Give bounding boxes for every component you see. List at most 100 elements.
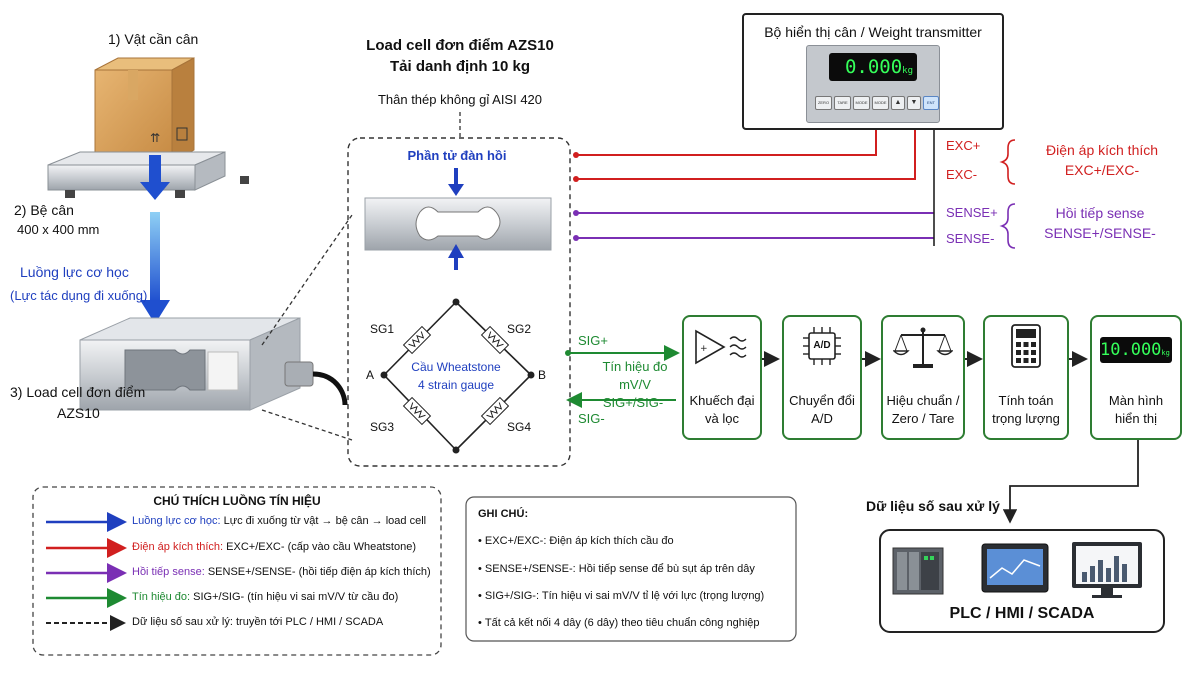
platform-label: 2) Bệ cân xyxy=(14,202,74,218)
excitation-wires xyxy=(573,123,916,182)
bridge-node-a: A xyxy=(366,368,375,382)
amplifier-sublabel: và lọc xyxy=(705,411,739,426)
loadcell-material: Thân thép không gỉ AISI 420 xyxy=(377,92,543,107)
sense-plus-label: SENSE+ xyxy=(946,205,998,220)
note-sense: • SENSE+/SENSE-: Hồi tiếp sense để bù sụ… xyxy=(478,563,755,575)
force-sublabel: (Lực tác dụng đi xuống) xyxy=(10,288,148,303)
cardboard-box-icon: ⇈ xyxy=(94,57,195,163)
transmitter-unit: kg xyxy=(902,66,913,76)
exc-note-sub: EXC+/EXC- xyxy=(1064,162,1140,178)
legend-item-signal: Tín hiệu đo: SIG+/SIG- (tín hiệu vi sai … xyxy=(132,591,399,603)
transmitter-lcd: 0.000kg xyxy=(829,53,917,81)
loadcell-label: 3) Load cell đơn điểm xyxy=(10,384,146,400)
loadcell-title: Load cell đơn điểm AZS10 xyxy=(366,37,554,54)
loadcell-capacity: Tải danh định 10 kg xyxy=(389,58,531,75)
calibration-sublabel: Zero / Tare xyxy=(891,411,955,426)
sense-note: Hồi tiếp sense xyxy=(1055,205,1145,221)
pipeline-step-weight-calc: Tính toán trọng lượng xyxy=(983,315,1069,440)
exc-note: Điện áp kích thích xyxy=(1045,142,1159,158)
notes-frame xyxy=(465,496,797,642)
tare-button[interactable]: TARE xyxy=(834,96,851,110)
exc-plus-label: EXC+ xyxy=(946,138,981,153)
gauge-sg1: SG1 xyxy=(370,322,395,336)
adc-chip-icon xyxy=(803,327,841,365)
weight-calc-sublabel: trọng lượng xyxy=(992,411,1060,426)
notes-title: GHI CHÚ: xyxy=(478,508,529,520)
balance-scale-icon xyxy=(893,327,953,368)
mode-button[interactable]: MODE xyxy=(853,96,870,110)
note-wiring: • Tất cả kết nối 4 dây (6 dây) theo tiêu… xyxy=(478,617,760,629)
legend-title: CHÚ THÍCH LUỒNG TÍN HIỆU xyxy=(153,494,321,508)
amplifier-label: Khuếch đại xyxy=(689,393,755,408)
exc-minus-label: EXC- xyxy=(946,167,978,182)
zero-button[interactable]: ZERO xyxy=(815,96,832,110)
pipeline-step-display: 10.000kg Màn hình hiển thị xyxy=(1090,315,1182,440)
adc-label: Chuyển đổi xyxy=(789,393,855,408)
bridge-sublabel: 4 strain gauge xyxy=(417,378,495,392)
calculator-icon xyxy=(1011,324,1041,368)
legend-item-sense: Hồi tiếp sense: SENSE+/SENSE- (hồi tiếp … xyxy=(132,566,431,578)
systems-label: PLC / HMI / SCADA xyxy=(949,605,1095,622)
display-unit: kg xyxy=(1161,349,1170,357)
scale-platform-icon xyxy=(47,151,249,198)
legend-frame xyxy=(32,486,442,656)
gauge-sg3: SG3 xyxy=(370,420,395,434)
adc-sublabel: A/D xyxy=(811,411,833,426)
enter-button[interactable]: ENT xyxy=(923,96,939,110)
gauge-sg2: SG2 xyxy=(507,322,532,336)
legend-item-excitation: Điện áp kích thích: EXC+/EXC- (cấp vào c… xyxy=(132,541,417,553)
mode-button-2[interactable]: MODE xyxy=(872,96,889,110)
transmitter-buttons: ZERO TARE MODE MODE ▲ ▼ ENT xyxy=(815,96,939,110)
transmitter-reading: 0.000 xyxy=(844,56,903,78)
sense-minus-label: SENSE- xyxy=(946,231,995,246)
signal-wires xyxy=(565,345,680,408)
bridge-label: Cầu Wheatstone xyxy=(411,360,501,374)
loadcell-model: AZS10 xyxy=(57,405,100,421)
bridge-node-b: B xyxy=(538,368,547,382)
digital-data-label: Dữ liệu số sau xử lý xyxy=(866,498,1000,514)
legend-item-force: Luồng lực cơ học: Lực đi xuống từ vật → … xyxy=(132,515,427,527)
note-exc: • EXC+/EXC-: Điện áp kích thích cầu đo xyxy=(478,535,674,547)
platform-size: 400 x 400 mm xyxy=(17,222,100,237)
wheatstone-bridge-diagram xyxy=(380,298,535,454)
display-label: Màn hình xyxy=(1108,393,1164,408)
lcd-display-icon: 10.000kg xyxy=(1100,337,1172,363)
elastic-element-label: Phần tử đàn hồi xyxy=(407,148,507,163)
svg-text:+: + xyxy=(700,344,708,354)
weight-calc-label: Tính toán xyxy=(998,393,1054,408)
pipeline-step-adc: A/D Chuyển đổi A/D xyxy=(782,315,862,440)
pipeline-step-amplifier: + Khuếch đại và lọc xyxy=(682,315,762,440)
transmitter-title: Bộ hiển thị cân / Weight transmitter xyxy=(764,24,982,40)
sig-plus-label: SIG+ xyxy=(578,333,608,348)
adc-chip-text: A/D xyxy=(813,340,831,351)
single-point-load-cell-icon xyxy=(79,317,348,411)
sense-note-sub: SENSE+/SENSE- xyxy=(1044,225,1156,241)
sense-wires xyxy=(573,123,935,246)
display-sublabel: hiển thị xyxy=(1115,411,1157,426)
force-arrow-icon xyxy=(140,155,170,324)
calibration-label: Hiệu chuẩn / xyxy=(886,393,960,408)
pipeline-step-calibration: Hiệu chuẩn / Zero / Tare xyxy=(881,315,965,440)
sig-minus-label: SIG- xyxy=(578,411,605,426)
weight-transmitter: Bộ hiển thị cân / Weight transmitter 0.0… xyxy=(742,13,1004,130)
sig-note-unit: mV/V xyxy=(619,377,651,392)
svg-text:⇈: ⇈ xyxy=(150,131,160,145)
amplifier-icon: + xyxy=(695,329,747,365)
up-button[interactable]: ▲ xyxy=(891,96,905,110)
down-button[interactable]: ▼ xyxy=(907,96,921,110)
scada-monitor-icon xyxy=(1072,542,1142,598)
elastic-element-icon xyxy=(364,168,552,270)
display-reading: 10.000 xyxy=(1100,340,1162,360)
transmitter-panel: 0.000kg ZERO TARE MODE MODE ▲ ▼ ENT xyxy=(806,45,940,123)
hmi-icon xyxy=(981,543,1049,593)
force-label: Luồng lực cơ học xyxy=(20,264,129,280)
sig-note-pair: SIG+/SIG- xyxy=(602,395,664,410)
legend-item-digital: Dữ liệu số sau xử lý: truyền tới PLC / H… xyxy=(132,616,384,628)
note-sig: • SIG+/SIG-: Tín hiệu vi sai mV/V tỉ lệ … xyxy=(478,590,765,602)
gauge-sg4: SG4 xyxy=(507,420,532,434)
loadcell-detail-frame xyxy=(347,137,571,467)
item-label: 1) Vật cần cân xyxy=(108,31,199,47)
plc-icon xyxy=(892,547,944,595)
digital-output-arrow xyxy=(1002,438,1139,524)
